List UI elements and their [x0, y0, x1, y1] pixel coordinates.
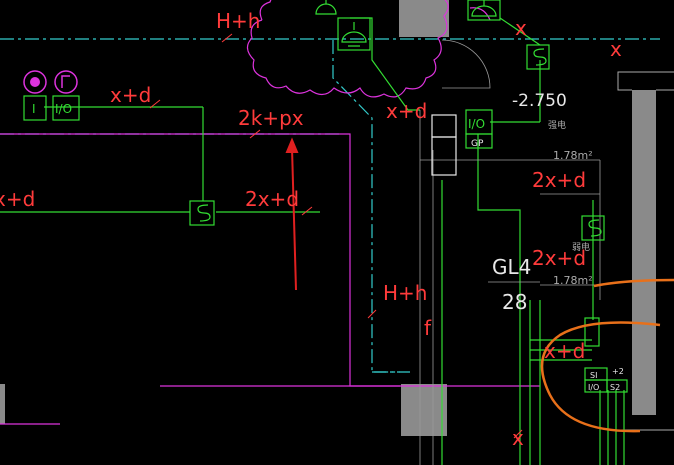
tick-6	[513, 429, 523, 439]
tick-marks	[149, 33, 523, 439]
socket-glyph	[61, 75, 70, 88]
wall-block-bottom	[401, 384, 447, 436]
equipment-outline	[419, 39, 601, 465]
wall-blocks	[0, 0, 656, 436]
white-annotations: -2.750 GL4 28	[492, 91, 567, 314]
box-label-s2: S2	[610, 383, 620, 392]
label-bottom-x: x	[512, 426, 524, 450]
label-small-1: 强电	[548, 119, 566, 131]
device-box-io	[52, 95, 80, 121]
wiring	[0, 17, 625, 465]
box-labels: I I/O I/O GP SI S2 +2 I/O	[32, 102, 624, 392]
box-label-io-center: I/O	[468, 117, 485, 131]
device-box-io-small	[584, 379, 608, 393]
wall-block-top	[399, 0, 449, 37]
device-box-s-right	[581, 215, 605, 241]
device-box-i	[23, 95, 47, 121]
cb-box-bottom	[431, 136, 457, 176]
label-elevation: -2.750	[512, 91, 567, 111]
box-label-gp: GP	[471, 139, 484, 149]
label-center-xd: x+d	[386, 99, 427, 123]
label-lower-hh: H+h	[383, 281, 427, 305]
red-arrow-shaft	[291, 147, 297, 291]
tick-4	[221, 33, 233, 43]
tick-5	[367, 309, 377, 319]
socket-dot	[30, 77, 40, 87]
gray-annotations: 强电 1.78m² 弱电 1.78m²	[548, 119, 593, 287]
label-dim-2: 1.78m²	[553, 274, 593, 287]
light-fixture-top-left	[315, 0, 337, 15]
light-fixture-top	[341, 22, 367, 47]
box-label-i: I	[32, 102, 36, 116]
orange-markup-curve	[540, 278, 674, 433]
label-small-2: 弱电	[572, 241, 590, 253]
wall-block-left-edge	[0, 384, 5, 424]
tick-3	[301, 206, 313, 216]
wall-block-right	[632, 90, 656, 415]
s-symbol-right	[588, 219, 602, 237]
device-box-s-small	[584, 317, 600, 347]
wall-outline-right	[617, 71, 674, 91]
label-center-2xd: 2x+d	[245, 187, 299, 211]
label-right-2xd-1: 2x+d	[532, 168, 586, 192]
door-swing-arc	[441, 39, 491, 89]
socket-circle-2	[54, 70, 78, 94]
device-boxes	[23, 0, 628, 393]
label-mid-2kpx: 2k+px	[238, 106, 304, 130]
device-symbols	[197, 0, 602, 237]
label-right-2xd-2: 2x+d	[532, 246, 586, 270]
box-label-io-small: I/O	[588, 383, 599, 392]
socket-circle	[23, 70, 47, 94]
wire-vertical-center	[477, 134, 521, 465]
light-fixture-right	[471, 0, 497, 17]
red-arrow	[285, 137, 299, 291]
label-lower-right-xd: x+d	[544, 339, 585, 363]
label-top-right-x: x	[610, 37, 622, 61]
tick-1	[149, 99, 161, 109]
label-left-xd: x+d	[110, 83, 151, 107]
socket-device	[23, 70, 78, 94]
label-gl-tag: GL4	[492, 255, 531, 279]
label-gl-size: 28	[502, 290, 527, 314]
box-label-io: I/O	[55, 102, 72, 116]
label-dim-1: 1.78m²	[553, 149, 593, 162]
device-box-s-top	[526, 44, 550, 70]
annotations: H+h x x x+d 2k+px x+d x+d 2x+d 2x+d 2x+d…	[0, 9, 622, 450]
s-symbol-left	[197, 204, 211, 222]
device-box-light-top	[337, 17, 371, 51]
label-top-x: x	[515, 16, 527, 40]
boundary-lines	[0, 0, 540, 425]
label-top-hh: H+h	[216, 9, 260, 33]
wire-top-right	[499, 17, 541, 46]
box-label-plus2: +2	[612, 367, 624, 376]
label-lower-f: f	[424, 316, 432, 340]
boundary-line-main	[0, 133, 540, 387]
s-symbol-top	[533, 48, 547, 66]
red-arrow-head	[285, 137, 299, 153]
label-left-edge-xd: x+d	[0, 187, 35, 211]
device-box-gp	[465, 133, 493, 149]
device-box-s-left	[189, 200, 215, 226]
box-label-si: SI	[590, 371, 597, 380]
tick-2	[249, 129, 261, 139]
device-box-light-right	[467, 0, 501, 21]
revision-cloud	[246, 0, 491, 98]
